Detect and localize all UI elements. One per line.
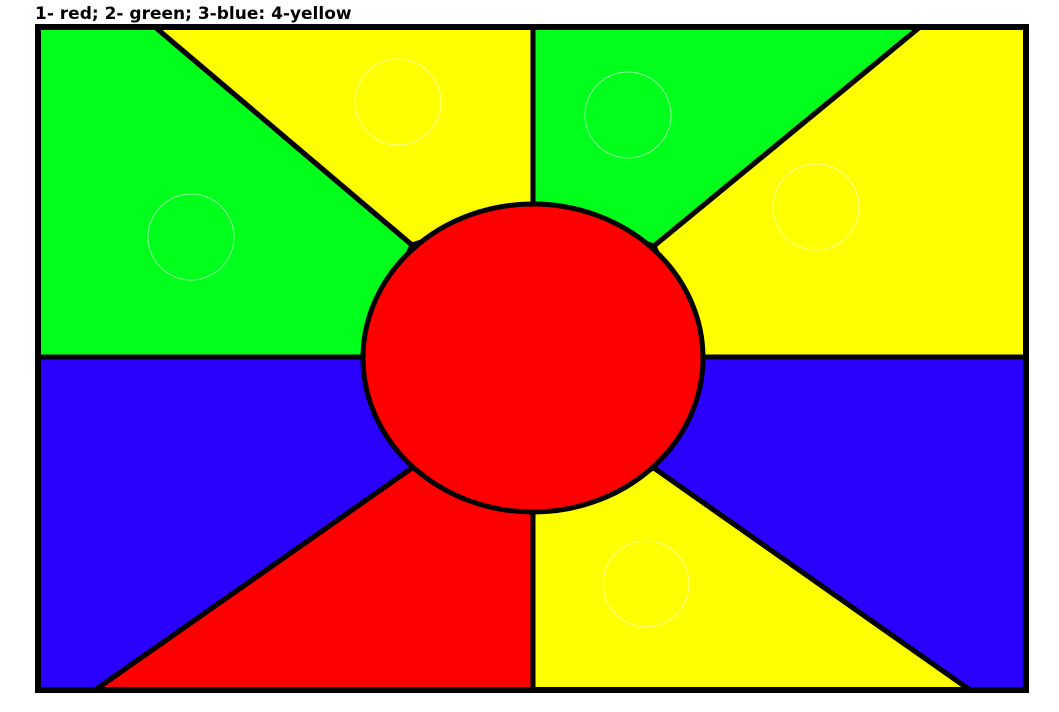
region-center[interactable] (360, 201, 706, 515)
marker-circle (602, 540, 690, 628)
marker-circle (772, 163, 860, 251)
region-markers (147, 58, 860, 628)
marker-circle (354, 58, 442, 146)
color-legend: 1- red; 2- green; 3-blue: 4-yellow (35, 4, 352, 24)
marker-circle (147, 193, 235, 281)
boundary-lines (35, 24, 1029, 693)
marker-circle (584, 71, 672, 159)
outer-frame (35, 24, 1029, 693)
